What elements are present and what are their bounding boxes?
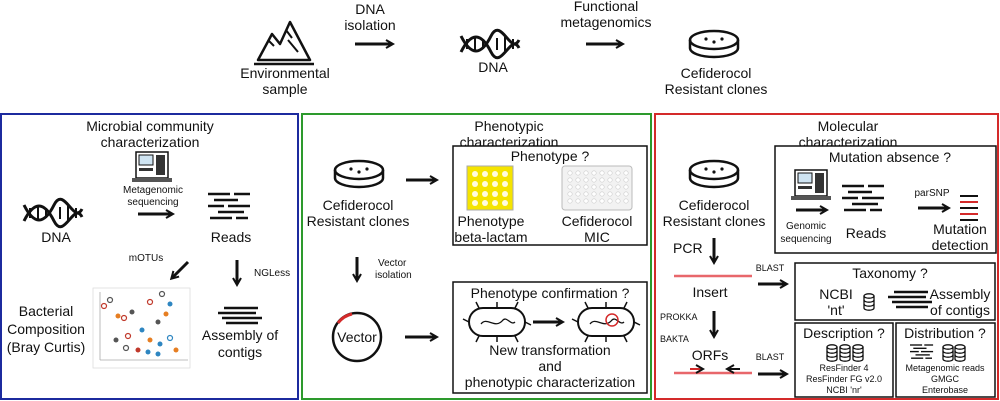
parsnp-label: parSNP	[914, 188, 949, 199]
functional-metagenomics-label-1: Functional	[574, 0, 639, 14]
vector-label: Vector	[337, 329, 377, 345]
ncbi-nt-label-2: 'nt'	[827, 302, 844, 318]
mic-label-2: MIC	[584, 229, 610, 245]
reads-label-microbial: Reads	[211, 229, 251, 245]
sequencer-icon	[131, 151, 173, 183]
motus-label: mOTUs	[129, 253, 163, 264]
phenotype-betalactam-label-2: beta-lactam	[454, 229, 527, 245]
orfs-label: ORFs	[692, 347, 729, 363]
assembly-mol-label-2: of contigs	[930, 302, 990, 318]
metagenomic-seq-label-2: sequencing	[127, 197, 178, 208]
gmgc-label: GMGC	[931, 374, 959, 384]
ncbi-nr-label: NCBI 'nr'	[826, 385, 862, 395]
env-label-1: Environmental	[240, 65, 330, 81]
vector-plasmid-icon	[331, 311, 383, 363]
yellow-plate-icon	[466, 165, 514, 211]
petri-dish-icon	[688, 159, 740, 189]
microbial-panel-border	[0, 113, 299, 400]
clones-pheno-label-2: Resistant clones	[307, 213, 410, 229]
ncbi-nt-label-1: NCBI	[819, 286, 852, 302]
phenotype-betalactam-label-1: Phenotype	[458, 213, 525, 229]
metagenomic-reads-label: Metagenomic reads	[905, 363, 985, 373]
phenotypic-panel: Phenotypic characterization Cefiderocol …	[301, 113, 652, 400]
assembly-label-1: Assembly of	[202, 327, 278, 343]
mic-label-1: Cefiderocol	[562, 213, 633, 229]
distribution-question: Distribution ?	[904, 325, 986, 341]
resfinder-label: ResFinder 4	[819, 363, 868, 373]
dna-isolation-label-2: isolation	[344, 17, 395, 33]
prokka-label: PROKKA	[660, 312, 698, 322]
dna-label-top: DNA	[478, 59, 508, 75]
clones-top-label-2: Resistant clones	[665, 81, 768, 97]
contigs-icon	[216, 306, 264, 325]
genomic-seq-label-1: Genomic	[786, 221, 826, 232]
clones-mol-label-2: Resistant clones	[663, 213, 766, 229]
taxonomy-question: Taxonomy ?	[852, 265, 928, 281]
vector-isolation-label-1: Vector	[378, 258, 407, 269]
mutation-alignment-icon	[960, 195, 978, 221]
bacterial-label-3: (Bray Curtis)	[7, 339, 86, 355]
resfinder-fg-label: ResFinder FG v2.0	[806, 374, 882, 384]
sequencer-icon	[790, 169, 832, 201]
functional-metagenomics-label-2: metagenomics	[560, 14, 651, 30]
reads-icon	[206, 192, 252, 220]
bakta-label: BAKTA	[660, 334, 689, 344]
molecular-panel: Molecular characterization Cefiderocol R…	[654, 113, 999, 400]
blast-label-2: BLAST	[756, 352, 785, 362]
microplate-icon	[561, 165, 633, 211]
mutation-detection-label-2: detection	[932, 237, 989, 253]
new-transformation-label-1: New transformation	[489, 342, 610, 358]
clones-pheno-label-1: Cefiderocol	[323, 197, 394, 213]
molecular-title-1: Molecular	[818, 118, 879, 134]
enterobase-label: Enterobase	[922, 385, 968, 395]
dna-helix-icon	[22, 197, 84, 229]
new-transformation-label-2: and	[538, 358, 561, 374]
blast-label-1: BLAST	[756, 263, 785, 273]
dna-isolation-label-1: DNA	[355, 1, 385, 17]
clones-node-top: Cefiderocol Resistant clones	[665, 29, 768, 97]
molecular-panel-border	[654, 113, 999, 400]
phenotypic-panel-border	[301, 113, 652, 400]
bacterial-label-2: Composition	[7, 321, 85, 337]
dna-node-top: DNA	[459, 28, 521, 75]
genomic-seq-label-2: sequencing	[780, 234, 831, 245]
petri-dish-icon	[333, 159, 385, 189]
microbial-panel: Microbial community characterization Met…	[0, 113, 299, 400]
assembly-label-2: contigs	[218, 344, 262, 360]
phenotypic-title-1: Phenotypic	[474, 118, 543, 134]
microbial-title-1: Microbial community	[86, 118, 214, 134]
mutation-detection-label-1: Mutation	[933, 221, 987, 237]
assembly-mol-label-1: Assembly	[930, 286, 991, 302]
dna-helix-icon	[459, 28, 521, 60]
clones-mol-label-1: Cefiderocol	[679, 197, 750, 213]
clones-top-label-1: Cefiderocol	[681, 65, 752, 81]
bacterium-with-plasmid-icon	[571, 301, 641, 343]
confirmation-box	[452, 281, 648, 394]
reads-label-molecular: Reads	[846, 225, 886, 241]
microbial-title-2: characterization	[101, 134, 200, 150]
bacterial-label-1: Bacterial	[19, 303, 73, 319]
dna-label-microbial: DNA	[41, 229, 71, 245]
pcr-label: PCR	[673, 240, 703, 256]
vector-isolation-label-2: isolation	[375, 270, 412, 281]
metagenomic-seq-label-1: Metagenomic	[123, 185, 183, 196]
bray-curtis-scatter-plot	[92, 287, 191, 369]
description-question: Description ?	[803, 325, 885, 341]
env-label-2: sample	[262, 81, 307, 97]
arrow-motus	[172, 260, 190, 278]
confirmation-question: Phenotype confirmation ?	[471, 285, 630, 301]
petri-dish-icon	[688, 29, 740, 59]
distribution-box	[895, 322, 996, 398]
mutation-question: Mutation absence ?	[829, 149, 951, 165]
ngless-label: NGLess	[254, 268, 290, 279]
mountain-icon	[254, 20, 314, 66]
insert-label: Insert	[692, 284, 727, 300]
orfs-sequence-icon	[674, 369, 752, 375]
phenotype-question: Phenotype ?	[511, 148, 590, 164]
environmental-sample-node: Environmental sample	[240, 20, 330, 97]
description-box	[794, 322, 894, 398]
new-transformation-label-3: phenotypic characterization	[465, 374, 635, 390]
